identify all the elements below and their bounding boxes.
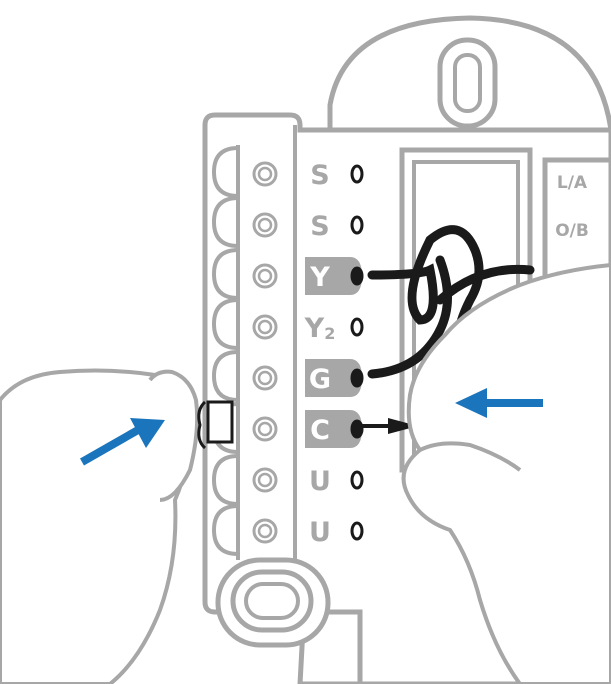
terminal-label: U xyxy=(309,517,331,548)
terminal-hole xyxy=(350,470,364,490)
mounting-slot-top-inner xyxy=(453,53,482,113)
terminal-hole xyxy=(350,521,364,541)
screw-hole-inner xyxy=(257,421,273,437)
terminal-highlight xyxy=(305,257,362,295)
terminal-hole xyxy=(350,215,364,235)
pull-tab-clip xyxy=(206,400,234,444)
screw-hole-inner xyxy=(257,472,273,488)
left-thumb xyxy=(148,369,200,502)
terminal-hole xyxy=(350,419,364,439)
terminal-label-sub: 2 xyxy=(324,324,335,343)
terminal-label: S xyxy=(310,160,329,191)
right-push-arrow xyxy=(455,388,543,418)
terminal-highlight xyxy=(305,359,362,397)
screw-hole-inner xyxy=(257,370,273,386)
wire-g-up xyxy=(435,255,452,335)
screw-hole-inner xyxy=(257,268,273,284)
right-finger xyxy=(419,441,522,472)
wire-y xyxy=(367,225,484,347)
terminal-label: C xyxy=(310,415,330,446)
left-push-arrow xyxy=(80,418,165,466)
terminal-hole xyxy=(350,164,364,184)
pull-tab-clip-arm xyxy=(197,400,207,450)
terminal-label: Y xyxy=(309,262,330,293)
wires xyxy=(367,225,535,379)
terminal-label: G xyxy=(309,364,331,395)
terminal-hole xyxy=(350,368,364,388)
terminal-highlight xyxy=(305,410,362,448)
right-terminal-label: O/B xyxy=(555,221,589,241)
right-terminal-label: L/A xyxy=(557,173,588,193)
terminal-label: U xyxy=(309,466,331,497)
wire-c-tip xyxy=(388,418,418,434)
terminal-hole xyxy=(350,317,364,337)
screw-hole-inner xyxy=(257,166,273,182)
wire-g xyxy=(367,325,445,379)
screw-column xyxy=(252,161,278,544)
mounting-slot-bottom-inner xyxy=(244,582,300,620)
screw-hole-inner xyxy=(257,523,273,539)
screw-hole-inner xyxy=(257,319,273,335)
terminal-label: S xyxy=(310,211,329,242)
terminal-hole xyxy=(350,266,364,286)
screw-hole-inner xyxy=(257,217,273,233)
